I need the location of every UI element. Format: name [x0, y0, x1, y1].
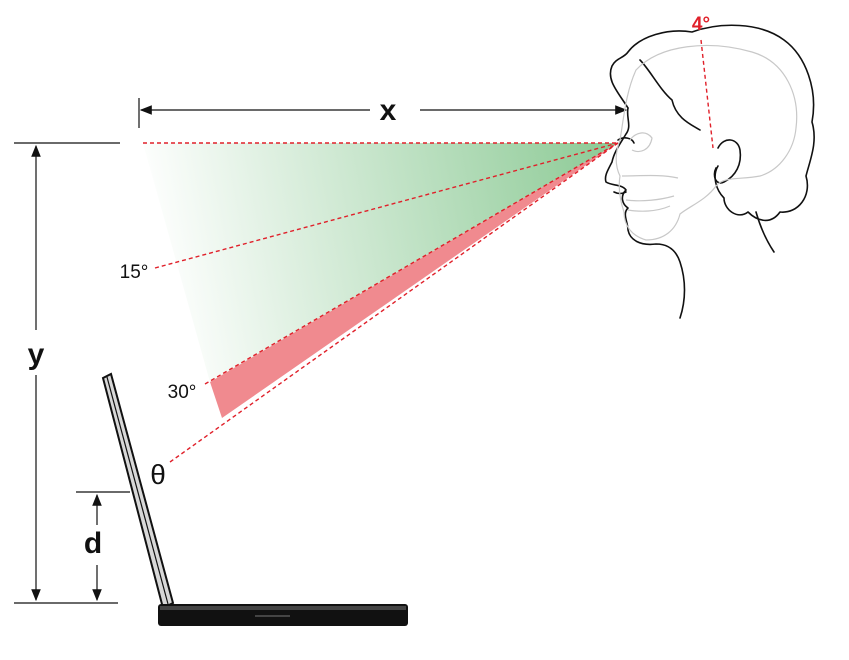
head-tilt-line	[700, 39, 714, 149]
angle-15-label: 15°	[120, 262, 149, 283]
head-tilt-label: 4°	[692, 14, 710, 35]
angle-30-label: 30°	[168, 382, 197, 403]
d-label: d	[84, 527, 102, 560]
sight-line-15	[154, 142, 619, 269]
viewing-zone-red	[210, 143, 618, 418]
face-profile	[604, 107, 686, 319]
x-label: x	[380, 94, 397, 127]
laptop	[101, 372, 408, 626]
viewing-zone-green	[143, 143, 618, 382]
neck-back	[755, 211, 775, 253]
head-outline	[609, 24, 815, 222]
hair-line	[639, 59, 701, 131]
ear	[713, 139, 742, 184]
y-label: y	[28, 338, 45, 371]
sight-line-30	[204, 142, 619, 385]
skull-overlay	[615, 44, 798, 241]
sight-line-theta	[169, 142, 619, 463]
theta-label: θ	[150, 459, 166, 490]
